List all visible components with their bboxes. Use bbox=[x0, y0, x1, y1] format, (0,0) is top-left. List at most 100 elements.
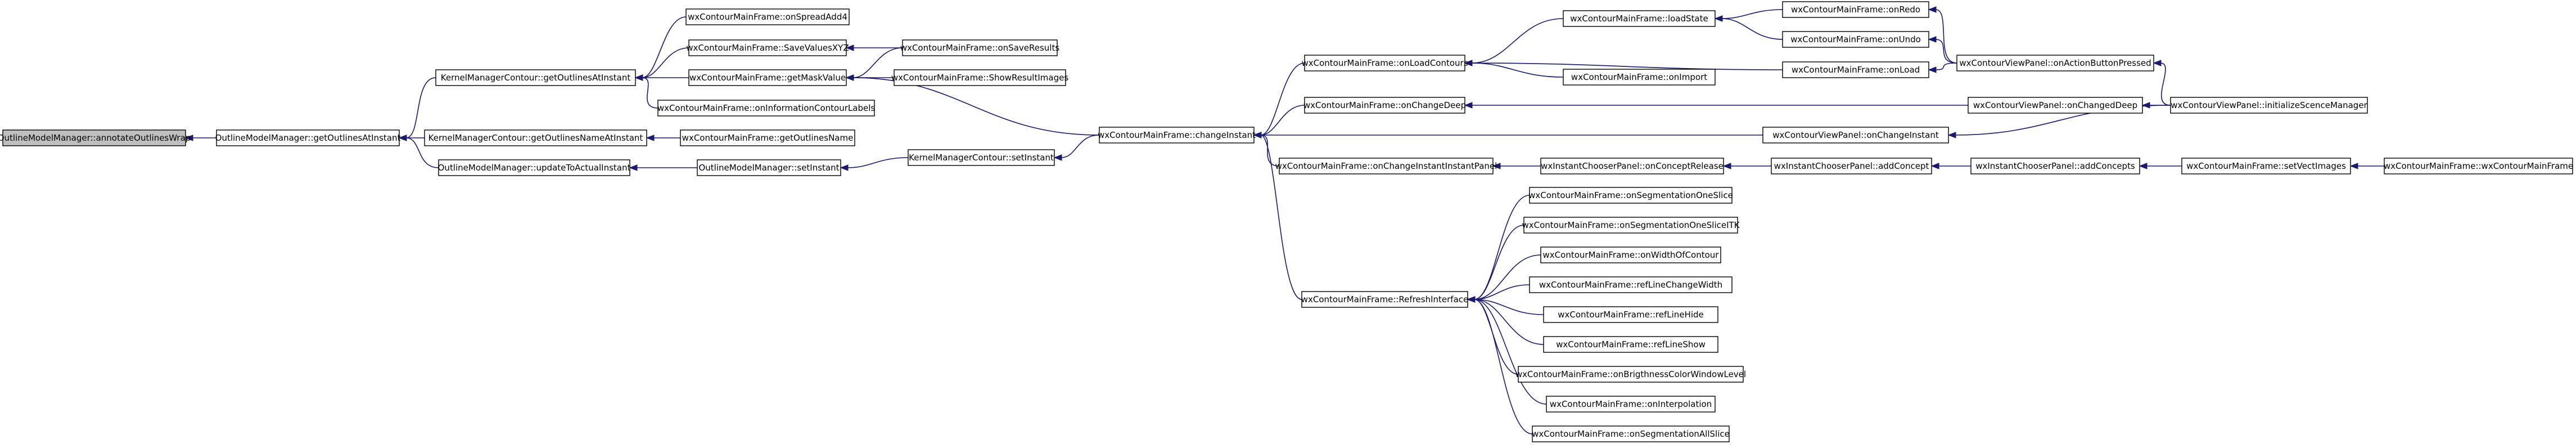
node-label: wxContourViewPanel::onActionButtonPresse… bbox=[1959, 58, 2151, 68]
graph-node[interactable]: wxContourMainFrame::onLoad bbox=[1782, 61, 1929, 78]
node-box bbox=[1970, 158, 2140, 174]
graph-node[interactable]: wxContourMainFrame::RefreshInterface bbox=[1301, 291, 1469, 308]
arrowhead-icon bbox=[2139, 163, 2148, 169]
graph-node[interactable]: wxContourMainFrame::onImport bbox=[1563, 69, 1716, 86]
node-box bbox=[424, 129, 647, 146]
graph-node[interactable]: KernelManagerContour::setInstant bbox=[908, 149, 1055, 166]
node-label: wxContourViewPanel::initializeScenceMana… bbox=[2171, 100, 2367, 110]
graph-node[interactable]: OutlineModelManager::setInstant bbox=[697, 159, 841, 176]
graph-node[interactable]: wxContourViewPanel::onChangeInstant bbox=[1762, 127, 1949, 144]
node-box bbox=[1532, 425, 1730, 442]
graph-node[interactable]: wxContourMainFrame::onUndo bbox=[1782, 31, 1929, 48]
node-box bbox=[435, 69, 636, 86]
node-label: wxContourMainFrame::onLoadContours bbox=[1301, 58, 1468, 68]
graph-node[interactable]: wxContourMainFrame::onBrigthnessColorWin… bbox=[1515, 366, 1746, 383]
node-label: wxContourMainFrame::getMaskValue bbox=[689, 73, 846, 83]
graph-node[interactable]: wxContourMainFrame::onSegmentationOneSli… bbox=[1528, 187, 1733, 204]
arrowhead-icon bbox=[629, 164, 638, 171]
edge-n25-to-n18 bbox=[1474, 284, 1530, 300]
graph-node[interactable]: wxContourMainFrame::onInterpolation bbox=[1546, 396, 1716, 413]
graph-node[interactable]: wxContourMainFrame::refLineChangeWidth bbox=[1529, 276, 1733, 293]
graph-node[interactable]: wxContourMainFrame::changeInstant bbox=[1098, 127, 1256, 144]
node-box bbox=[1540, 158, 1724, 174]
arrowhead-icon bbox=[845, 44, 854, 51]
node-label: wxContourMainFrame::onInterpolation bbox=[1550, 399, 1712, 409]
node-box bbox=[1956, 55, 2154, 71]
graph-node[interactable]: wxContourViewPanel::onActionButtonPresse… bbox=[1956, 55, 2154, 71]
graph-node[interactable]: KernelManagerContour::getOutlinesAtInsta… bbox=[435, 69, 636, 86]
node-label: OutlineModelManager::annotateOutlinesWra… bbox=[0, 133, 191, 143]
graph-node[interactable]: wxContourMainFrame::onSpreadAdd4 bbox=[685, 8, 850, 25]
graph-node[interactable]: wxContourMainFrame::onChangeInstantInsta… bbox=[1275, 158, 1497, 174]
node-label: wxContourMainFrame::onChangeDeep bbox=[1303, 100, 1466, 110]
graph-node[interactable]: wxInstantChooserPanel::addConcepts bbox=[1970, 158, 2140, 174]
node-box bbox=[1543, 336, 1718, 353]
edge-n5-to-n2 bbox=[642, 16, 687, 78]
graph-node[interactable]: wxInstantChooserPanel::onConceptRelease bbox=[1540, 158, 1724, 174]
graph-node[interactable]: wxContourMainFrame::onSegmentationOneSli… bbox=[1522, 217, 1740, 234]
edge-n14-to-n7 bbox=[852, 77, 1100, 136]
node-box bbox=[1546, 396, 1716, 413]
edge-n27-to-n18 bbox=[1474, 299, 1544, 345]
node-box bbox=[216, 129, 400, 146]
node-box bbox=[1304, 55, 1465, 71]
arrowhead-icon bbox=[1253, 132, 1262, 138]
node-label: wxContourMainFrame::onInformationContour… bbox=[657, 103, 876, 113]
graph-node[interactable]: KernelManagerContour::getOutlinesNameAtI… bbox=[424, 129, 647, 146]
graph-node[interactable]: wxContourMainFrame::onSaveResults bbox=[900, 39, 1060, 56]
graph-node[interactable]: wxInstantChooserPanel::addConcept bbox=[1771, 158, 1932, 174]
node-box bbox=[688, 69, 847, 86]
edge-n17-to-n14 bbox=[1260, 135, 1280, 167]
node-box bbox=[438, 159, 630, 176]
graph-node[interactable]: wxContourMainFrame::onWidthOfContour bbox=[1540, 247, 1721, 263]
graph-node[interactable]: wxContourMainFrame::onSegmentationAllSli… bbox=[1532, 425, 1730, 442]
arrowhead-icon bbox=[2349, 163, 2358, 169]
edge-n20-to-n15 bbox=[1471, 62, 1564, 78]
graph-node[interactable]: wxContourMainFrame::SaveValuesXYZ bbox=[686, 39, 849, 56]
graph-node[interactable]: wxContourMainFrame::getOutlinesName bbox=[680, 129, 855, 146]
edge-n24-to-n18 bbox=[1474, 254, 1541, 300]
node-box bbox=[1543, 306, 1718, 323]
graph-node[interactable]: wxContourMainFrame::setVectImages bbox=[2181, 158, 2351, 174]
node-label: wxContourMainFrame::onUndo bbox=[1790, 34, 1921, 44]
arrowhead-icon bbox=[398, 135, 407, 141]
graph-node[interactable]: wxContourMainFrame::ShowResultImages bbox=[891, 69, 1068, 86]
graph-node[interactable]: wxContourMainFrame::onLoadContours bbox=[1301, 55, 1468, 71]
node-label: wxContourMainFrame::onChangeInstantInsta… bbox=[1275, 161, 1497, 171]
edge-n23-to-n18 bbox=[1474, 225, 1524, 300]
graph-node[interactable]: wxContourMainFrame::onChangeDeep bbox=[1303, 97, 1466, 114]
graph-node[interactable]: OutlineModelManager::updateToActualInsta… bbox=[438, 159, 631, 176]
node-label: wxContourMainFrame::refLineShow bbox=[1556, 339, 1706, 350]
graph-node[interactable]: wxContourMainFrame::getMaskValue bbox=[688, 69, 847, 86]
graph-node[interactable]: wxContourViewPanel::onChangedDeep bbox=[1968, 97, 2143, 114]
node-label: wxContourMainFrame::onRedo bbox=[1791, 5, 1920, 15]
graph-node[interactable]: wxContourMainFrame::onInformationContour… bbox=[657, 100, 876, 117]
node-label: wxInstantChooserPanel::addConcept bbox=[1774, 161, 1929, 171]
node-box bbox=[1279, 158, 1494, 174]
graph-node[interactable]: wxContourMainFrame::refLineHide bbox=[1543, 306, 1718, 323]
edge-n36-to-n32 bbox=[1935, 39, 1957, 64]
node-box bbox=[1782, 31, 1929, 48]
node-box bbox=[697, 159, 841, 176]
node-box bbox=[1782, 1, 1929, 18]
graph-node[interactable]: wxContourMainFrame::refLineShow bbox=[1543, 336, 1718, 353]
graph-node[interactable]: wxContourMainFrame::onRedo bbox=[1782, 1, 1929, 18]
node-box bbox=[902, 39, 1058, 56]
node-label: wxContourMainFrame::onSegmentationAllSli… bbox=[1532, 429, 1730, 439]
arrowhead-icon bbox=[1053, 154, 1062, 161]
graph-node[interactable]: wxContourMainFrame::wxContourMainFrame bbox=[2384, 158, 2573, 174]
graph-root-node[interactable]: OutlineModelManager::annotateOutlinesWra… bbox=[0, 129, 191, 146]
node-label: wxContourMainFrame::SaveValuesXYZ bbox=[686, 43, 849, 53]
graph-node[interactable]: wxContourViewPanel::initializeScenceMana… bbox=[2170, 97, 2368, 114]
node-label: wxContourViewPanel::onChangeInstant bbox=[1772, 130, 1939, 140]
graph-node[interactable]: wxContourMainFrame::loadState bbox=[1563, 10, 1716, 27]
node-box bbox=[657, 100, 875, 117]
node-box bbox=[1782, 61, 1929, 78]
edge-n36-to-n31 bbox=[1935, 9, 1957, 64]
node-box bbox=[1304, 97, 1465, 114]
node-label: wxContourMainFrame::onImport bbox=[1571, 72, 1707, 82]
node-box bbox=[1563, 10, 1716, 27]
graph-node[interactable]: OutlineModelManager::getOutlinesAtInstan… bbox=[215, 129, 401, 146]
edge-n16-to-n14 bbox=[1260, 105, 1305, 136]
node-label: wxContourMainFrame::onSegmentationOneSli… bbox=[1528, 190, 1733, 200]
